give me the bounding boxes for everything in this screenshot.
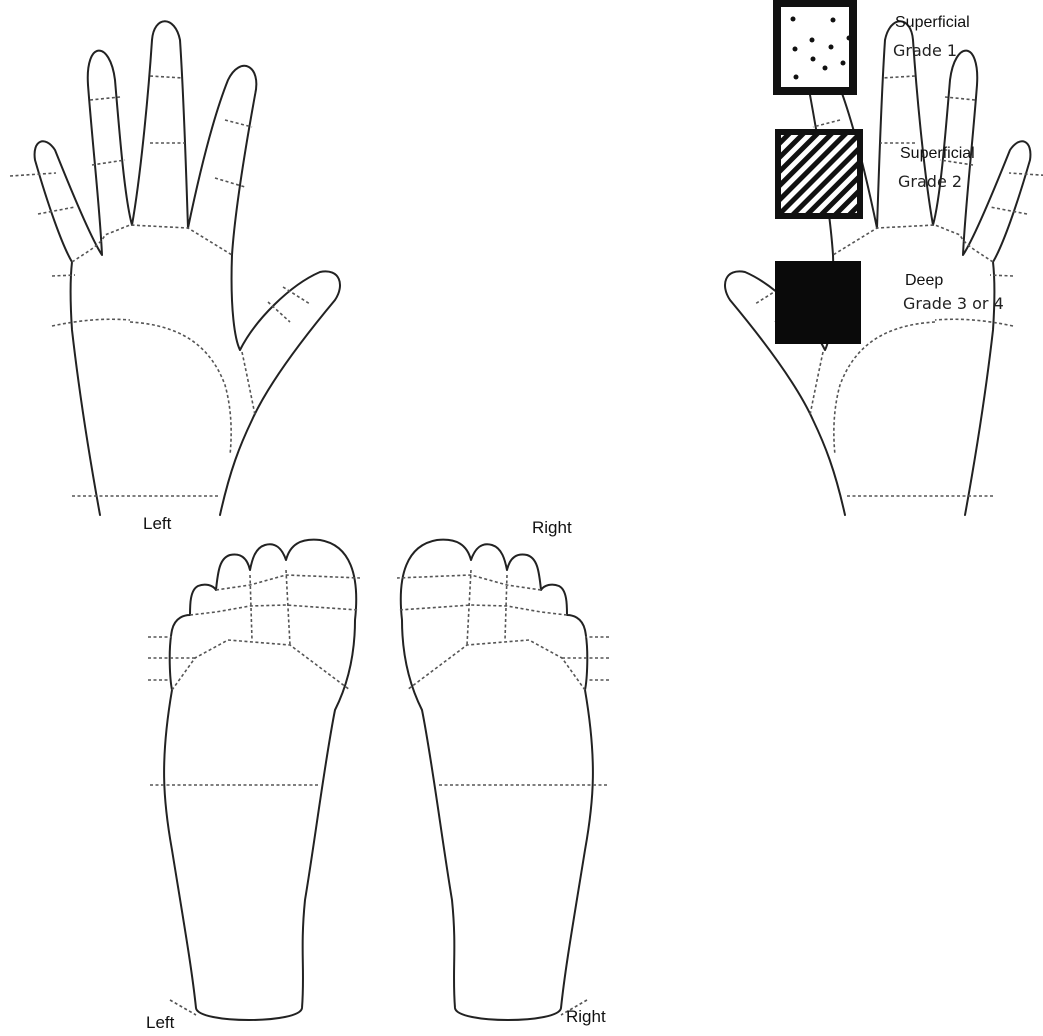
legend-grade-1-name: Superficial <box>895 14 970 32</box>
legend-grade-2-name: Superficial <box>900 145 975 163</box>
right-foot-label: Right <box>566 1007 606 1027</box>
legend-grade-1-label: Grade 1 <box>893 41 957 60</box>
left-hand <box>10 21 340 515</box>
right-hand <box>725 21 1043 515</box>
right-hand-label: Right <box>532 518 572 538</box>
left-hand-label: Left <box>143 514 171 534</box>
legend-grade-2-label: Grade 2 <box>898 172 962 191</box>
legend-grade-3-4-name: Deep <box>905 272 943 290</box>
legend-grade-3-4-label: Grade 3 or 4 <box>903 294 1004 313</box>
left-foot <box>148 540 360 1020</box>
left-foot-label: Left <box>146 1013 174 1033</box>
right-foot <box>397 540 609 1020</box>
legend-swatch-grade-3-4 <box>775 261 861 344</box>
legend-swatch-grade-2 <box>778 132 860 216</box>
legend-swatch-grade-1 <box>777 3 853 91</box>
